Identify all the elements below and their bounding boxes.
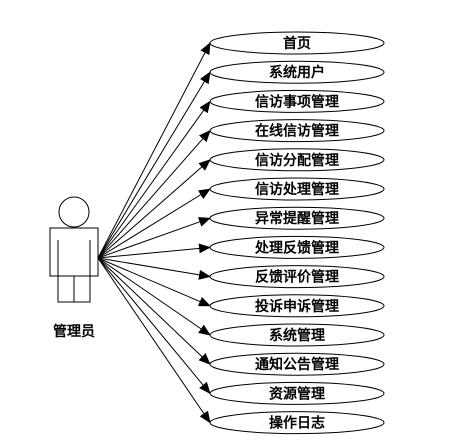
use-case-ellipse [209, 381, 385, 405]
use-case-label: 处理反馈管理 [254, 239, 339, 256]
association-arrow [97, 257, 211, 280]
use-case-label: 操作日志 [269, 415, 325, 432]
use-case: 首页 [209, 31, 385, 55]
use-case-ellipse [209, 177, 385, 201]
use-case-label: 反馈评价管理 [255, 269, 339, 286]
use-case: 资源管理 [209, 381, 385, 405]
use-case-label: 首页 [283, 35, 311, 52]
association-arrow [97, 188, 211, 259]
use-case: 异常提醒管理 [209, 206, 385, 230]
use-case-label: 投诉申诉管理 [255, 298, 339, 315]
use-case-ellipse [209, 294, 385, 318]
association-arrow [97, 129, 211, 259]
association-arrow [97, 257, 211, 307]
association-arrow [97, 257, 211, 365]
use-case-label: 信访事项管理 [255, 93, 339, 110]
use-case-label: 信访处理管理 [255, 181, 339, 198]
use-case: 系统用户 [209, 60, 385, 84]
use-case-ellipse [209, 265, 385, 289]
use-case-ellipse [209, 89, 385, 113]
association-arrow [97, 42, 211, 259]
use-case-list: 首页系统用户信访事项管理在线信访管理信访分配管理信访处理管理异常提醒管理处理反馈… [209, 31, 385, 435]
association-arrow [97, 71, 211, 259]
association-lines [97, 42, 211, 424]
use-case-ellipse [209, 411, 385, 435]
actor-figure [49, 196, 99, 303]
association-arrow [97, 243, 211, 259]
association-arrow [97, 159, 211, 259]
use-case: 通知公告管理 [209, 352, 385, 376]
actor-label: 管理员 [53, 323, 95, 340]
use-case: 信访事项管理 [209, 89, 385, 113]
use-case: 处理反馈管理 [209, 235, 385, 259]
use-case-ellipse [209, 119, 385, 143]
use-case-ellipse [209, 352, 385, 376]
use-case: 系统管理 [209, 323, 385, 347]
association-arrow [97, 257, 211, 424]
use-case: 操作日志 [209, 411, 385, 435]
use-case-label: 在线信访管理 [255, 123, 339, 140]
use-case-label: 资源管理 [269, 385, 325, 402]
use-case-ellipse [209, 60, 385, 84]
association-arrow [97, 100, 211, 259]
use-case-ellipse [209, 148, 385, 172]
use-case: 反馈评价管理 [209, 265, 385, 289]
use-case: 信访分配管理 [209, 148, 385, 172]
use-case-label: 信访分配管理 [255, 152, 339, 169]
use-case: 信访处理管理 [209, 177, 385, 201]
use-case-label: 系统管理 [269, 327, 325, 344]
use-case-label: 异常提醒管理 [255, 210, 339, 227]
actor-body [49, 227, 99, 277]
use-case: 投诉申诉管理 [209, 294, 385, 318]
use-case-ellipse [209, 323, 385, 347]
use-case-ellipse [209, 235, 385, 259]
use-case-label: 系统用户 [269, 64, 325, 81]
use-case-label: 通知公告管理 [255, 356, 339, 373]
association-arrow [97, 257, 211, 336]
association-arrow [97, 257, 211, 395]
use-case-ellipse [209, 206, 385, 230]
actor-head [58, 196, 90, 228]
use-case-ellipse [209, 31, 385, 55]
association-arrow [97, 217, 211, 259]
use-case: 在线信访管理 [209, 119, 385, 143]
